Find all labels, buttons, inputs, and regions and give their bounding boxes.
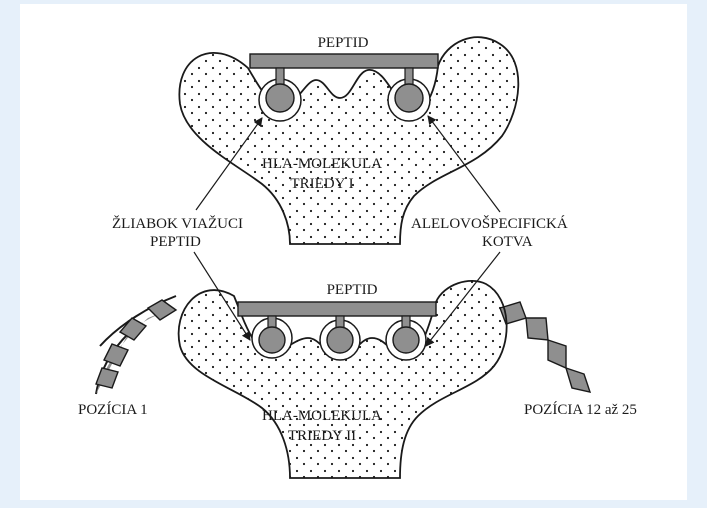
hla-diagram-figure: PEPTID HLA-MOLEKULA TRIEDY I [20, 4, 687, 500]
chain-right [500, 302, 590, 392]
chain-left [96, 296, 178, 394]
molecule-class1-label-line2: TRIEDY I [290, 176, 353, 192]
peptide-class2 [238, 302, 436, 353]
anchor-label-line1: ALELOVOŠPECIFICKÁ [411, 215, 568, 232]
molecule-class2-label-line1: HLA-MOLEKULA [262, 408, 382, 424]
molecule-class2-label-line2: TRIEDY II [288, 428, 356, 444]
hla-class2-molecule: PEPTID HLA-MOLEKULA TRIEDY II [96, 281, 590, 478]
position-left-label: POZÍCIA 1 [78, 401, 148, 418]
peptide-label-class1: PEPTID [318, 35, 369, 51]
peptide-label-class2: PEPTID [327, 282, 378, 298]
molecule-class1-label-line1: HLA-MOLEKULA [262, 156, 382, 172]
anchor-label-line2: KOTVA [482, 234, 533, 250]
groove-label-line1: ŽLIABOK VIAŽUCI [112, 215, 243, 232]
groove-label-line2: PEPTID [150, 234, 201, 250]
hla-class1-molecule: PEPTID HLA-MOLEKULA TRIEDY I [179, 35, 518, 244]
position-right-label: POZÍCIA 12 až 25 [524, 401, 637, 418]
hla-diagram-svg: PEPTID HLA-MOLEKULA TRIEDY I [20, 4, 687, 500]
